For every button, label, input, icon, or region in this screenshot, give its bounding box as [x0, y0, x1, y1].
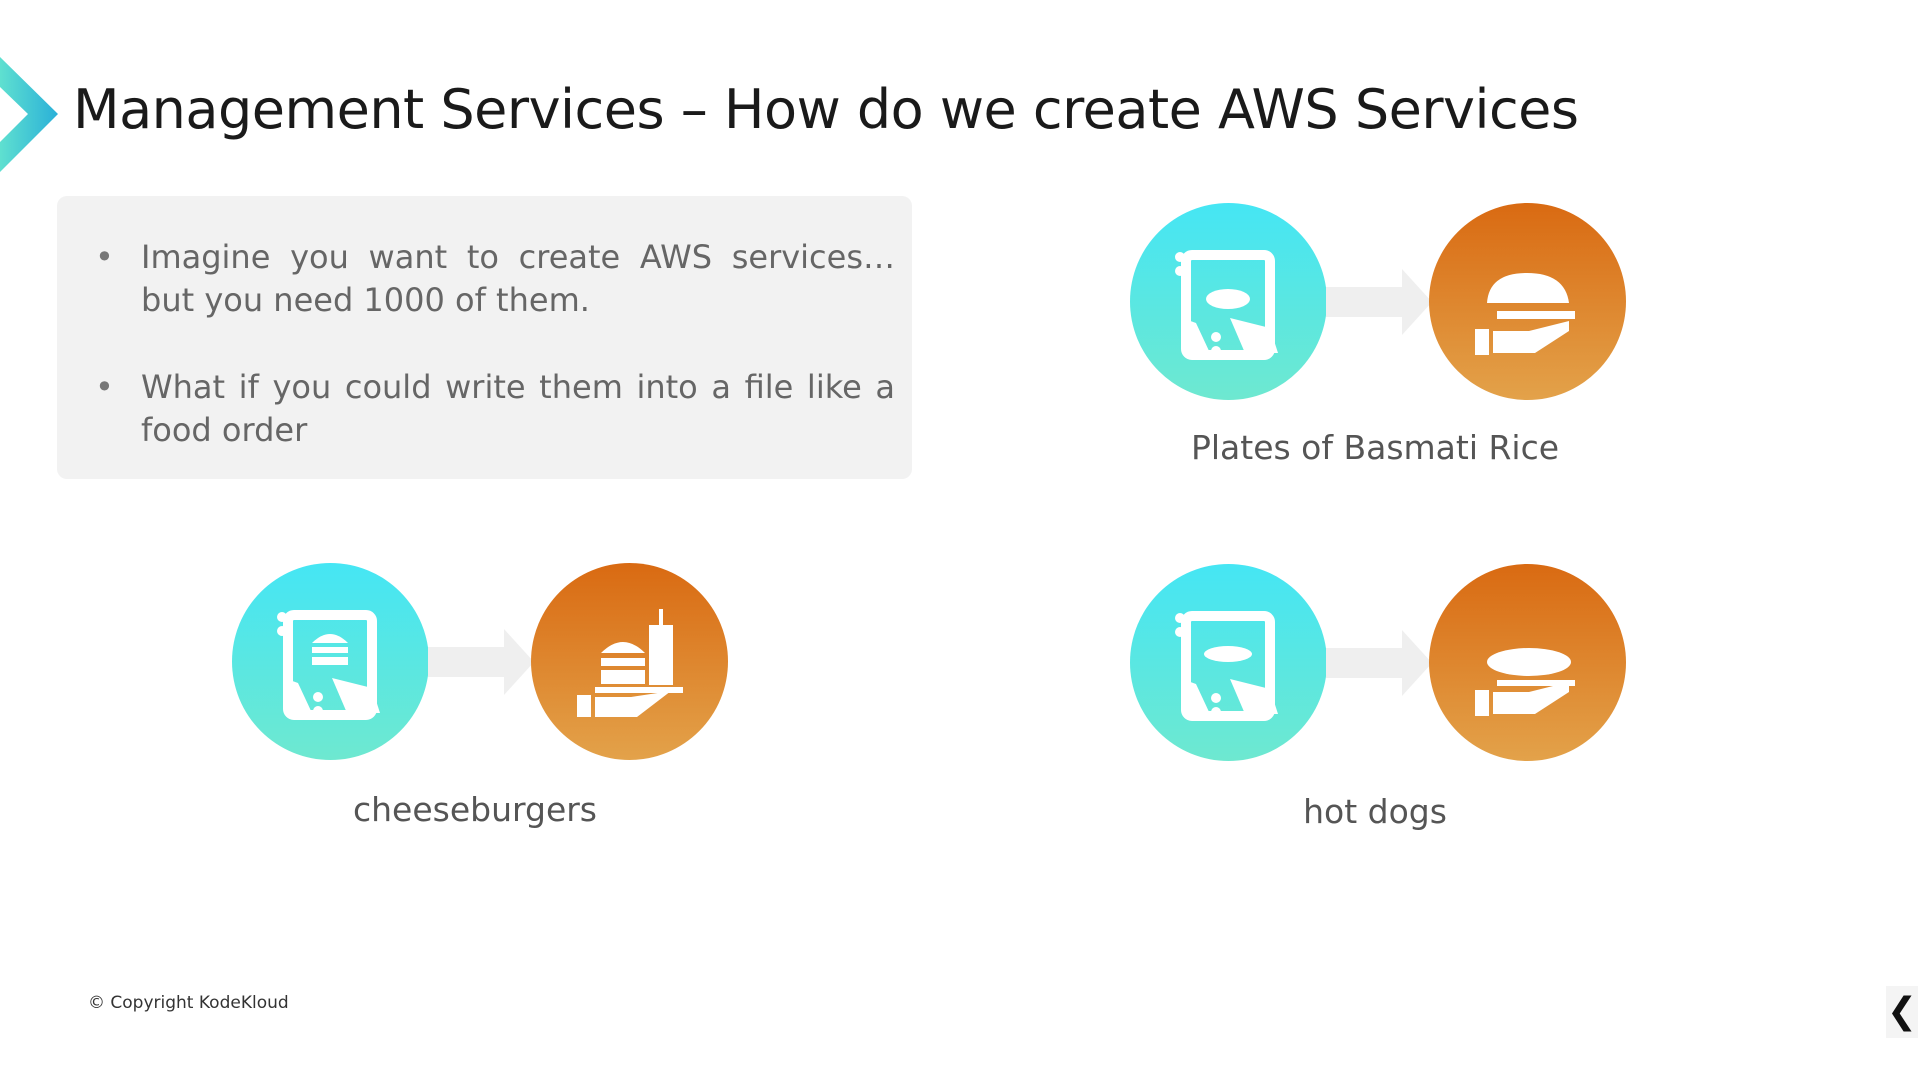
arrow-right-icon — [1326, 630, 1432, 696]
chevron-logo-icon — [0, 57, 58, 172]
arrow-right-icon — [428, 629, 534, 695]
example-rice — [1130, 203, 1630, 403]
previous-slide-button[interactable]: ❮ — [1886, 986, 1918, 1038]
page-title: Management Services – How do we create A… — [73, 78, 1579, 141]
tablet-order-icon — [1130, 564, 1327, 761]
bullet-1: Imagine you want to create AWS services…… — [95, 236, 895, 322]
arrow-right-icon — [1326, 269, 1432, 335]
tablet-order-icon — [232, 563, 429, 760]
burger-drink-icon — [531, 563, 728, 760]
hot-dog-icon — [1429, 564, 1626, 761]
copyright: © Copyright KodeKloud — [88, 993, 289, 1013]
example-label-rice: Plates of Basmati Rice — [1190, 428, 1560, 467]
example-label-hot-dogs: hot dogs — [1303, 792, 1447, 831]
rice-plate-icon — [1429, 203, 1626, 400]
bullet-2: What if you could write them into a file… — [95, 366, 895, 452]
example-hot-dogs — [1130, 564, 1630, 764]
example-cheeseburgers — [232, 563, 732, 763]
tablet-order-icon — [1130, 203, 1327, 400]
example-label-cheeseburgers: cheeseburgers — [352, 790, 598, 829]
